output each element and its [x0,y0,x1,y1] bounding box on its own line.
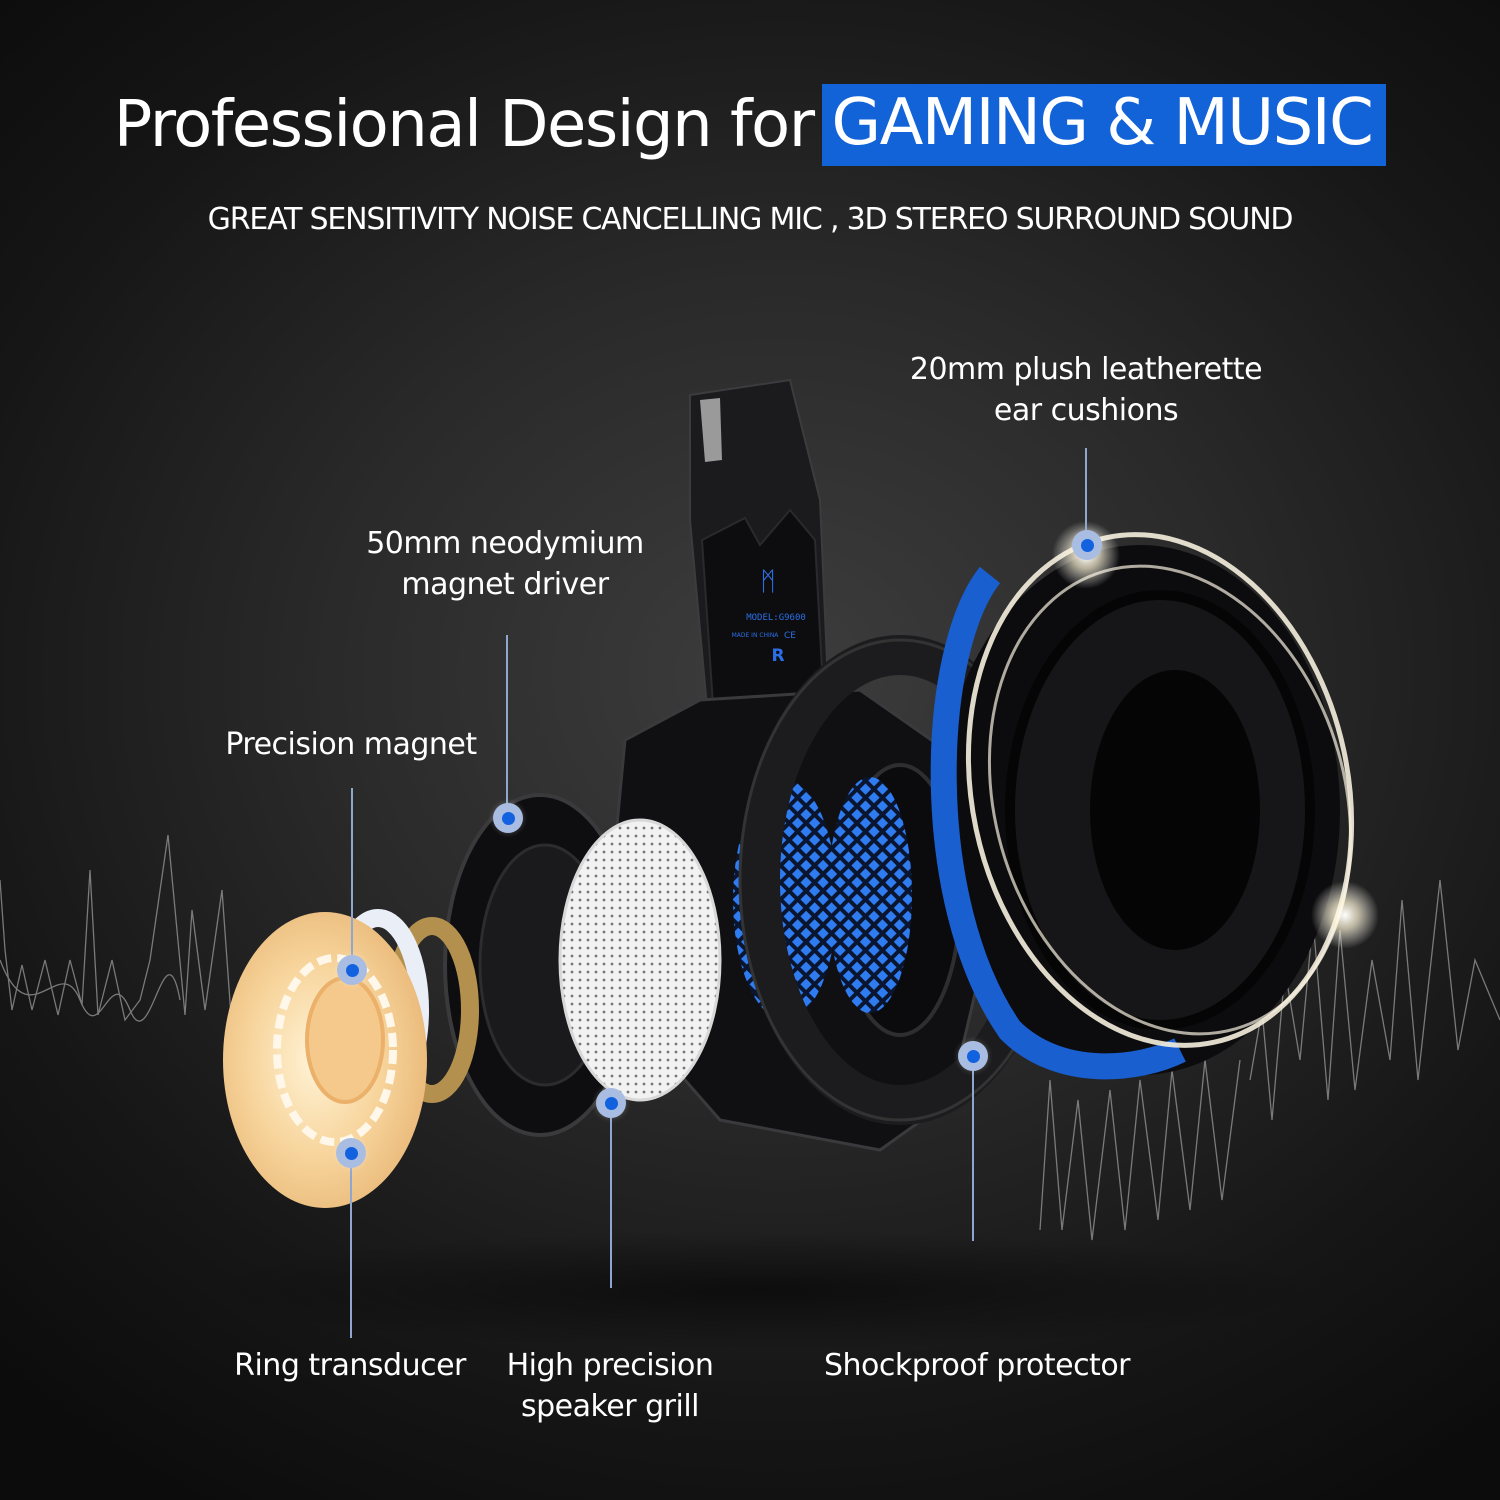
svg-text:MADE IN CHINA: MADE IN CHINA [732,632,780,639]
title-highlight: GAMING & MUSIC [821,84,1387,166]
leader-line-speaker-grill [610,1103,612,1288]
leader-line-ear-cushions [1085,448,1087,545]
ring-transducer-disc [223,912,427,1208]
speaker-grill-marker-icon [596,1088,626,1118]
leader-line-magnet-driver [506,635,508,818]
svg-text:MODEL:G9600: MODEL:G9600 [746,613,806,623]
title-prefix: Professional Design for [113,88,815,162]
magnet-driver-marker-icon [493,803,523,833]
spider-logo-icon: ᛗ [760,567,776,597]
shockproof-protector-marker-icon [958,1041,988,1071]
leader-line-ring-transducer [350,1153,352,1338]
sound-wave-graphic [0,834,1500,1241]
subtitle: GREAT SENSITIVITY NOISE CANCELLING MIC ,… [207,202,1294,237]
precision-magnet-marker-icon [337,955,367,985]
callout-magnet-driver: 50mm neodymium magnet driver [366,526,644,602]
ring-transducer-marker-icon [336,1138,366,1168]
leader-line-shockproof-protector [972,1056,974,1241]
ear-cushion [930,521,1379,1080]
callout-shockproof-protector: Shockproof protector [823,1348,1131,1383]
callout-precision-magnet: Precision magnet [225,727,477,762]
leader-line-precision-magnet [351,788,353,970]
svg-text:R: R [771,646,784,666]
svg-text:CE: CE [784,631,796,641]
page-title: Professional Design for GAMING & MUSIC [0,84,1500,166]
callout-ring-transducer: Ring transducer [234,1348,466,1383]
callout-speaker-grill: High precision speaker grill [506,1348,714,1424]
speaker-grill [558,818,722,1102]
ear-cushions-marker-icon [1072,530,1102,560]
callout-ear-cushions: 20mm plush leatherette ear cushions [909,352,1263,428]
